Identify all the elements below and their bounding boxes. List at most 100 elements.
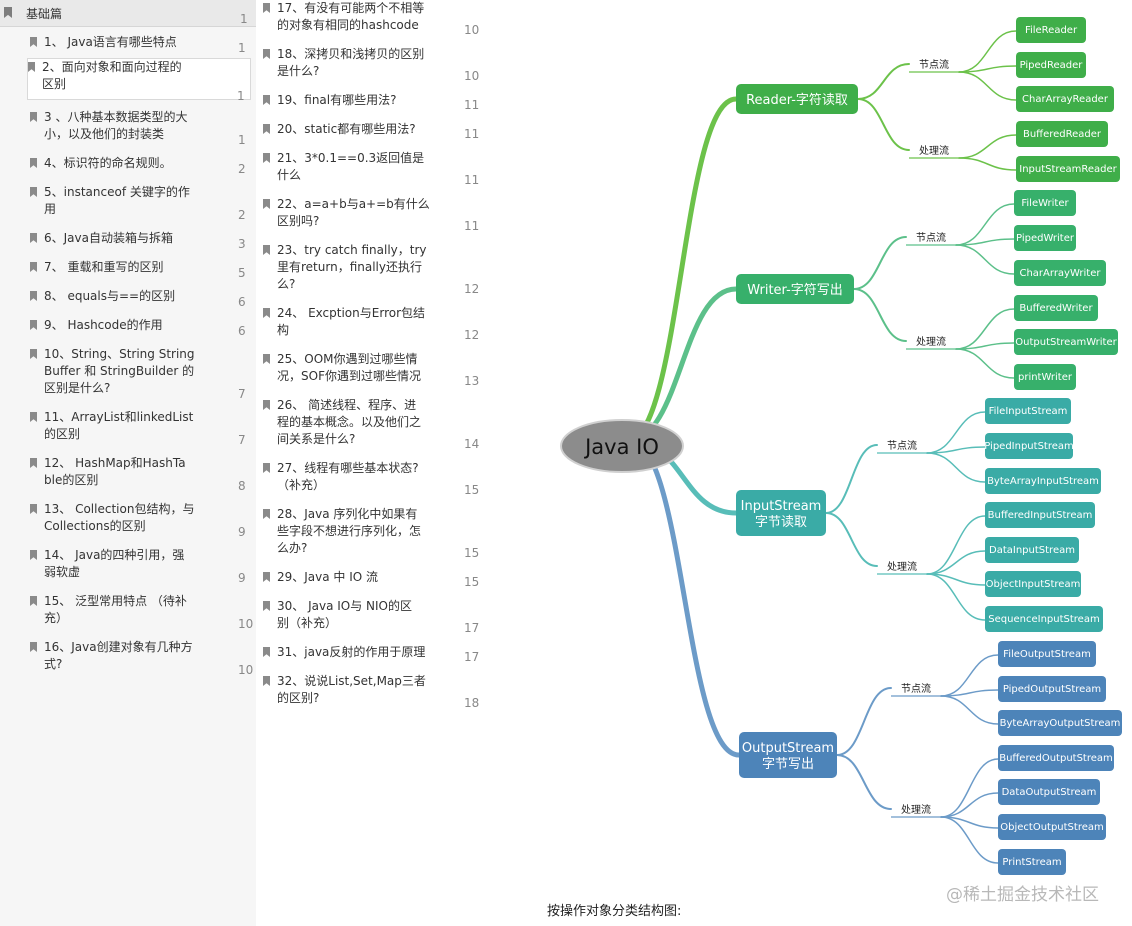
- toc-item-page: 13: [464, 374, 480, 388]
- leaf-node: [1016, 17, 1086, 43]
- leaf-link: [958, 157, 1017, 171]
- leaf-label: SequenceInputStream: [988, 614, 1099, 625]
- toc-item-page: 15: [464, 483, 480, 497]
- toc-section-header[interactable]: 基础篇 1: [0, 0, 256, 27]
- toc-item[interactable]: 4、标识符的命名规则。2: [30, 155, 258, 177]
- toc-item-page: 17: [464, 650, 480, 664]
- toc-item-page: 11: [464, 98, 480, 112]
- bookmark-icon: [30, 112, 37, 122]
- toc-item-label: 里有return，finally还执行: [277, 260, 422, 274]
- toc-item[interactable]: 20、static都有哪些用法?11: [263, 121, 484, 142]
- toc-item[interactable]: 18、深拷贝和浅拷贝的区别是什么?10: [263, 46, 484, 84]
- leaf-label: OutputStreamWriter: [1015, 337, 1117, 348]
- leaf-label: PipedOutputStream: [1003, 684, 1101, 695]
- leaf-label: CharArrayReader: [1022, 94, 1109, 105]
- leaf-label: ByteArrayInputStream: [987, 476, 1099, 487]
- toc-item[interactable]: 15、 泛型常用特点 （待补充）10: [30, 593, 258, 632]
- leaf-label: FileInputStream: [989, 406, 1068, 417]
- leaf-node: [985, 398, 1071, 424]
- leaf-label: DataOutputStream: [1002, 787, 1097, 798]
- toc-item-page: 5: [238, 266, 246, 280]
- leaf-label: ObjectInputStream: [986, 579, 1081, 590]
- toc-item-page: 11: [464, 219, 480, 233]
- toc-item-label: 14、 Java的四种引用，强: [44, 548, 185, 562]
- toc-item-label: 27、线程有哪些基本状态?: [277, 461, 419, 475]
- toc-item-page: 11: [464, 173, 480, 187]
- leaf-node: [1014, 260, 1106, 286]
- group-label: 节点流: [901, 682, 931, 695]
- bookmark-icon: [263, 647, 270, 657]
- leaf-node: [1014, 225, 1076, 251]
- toc-item-page: 18: [464, 696, 480, 710]
- toc-item-label: 区别: [42, 77, 67, 91]
- toc-item-page: 9: [238, 571, 246, 585]
- bookmark-icon: [30, 233, 37, 243]
- bookmark-icon: [263, 3, 270, 13]
- leaf-label: DataInputStream: [989, 545, 1075, 556]
- toc-item[interactable]: 27、线程有哪些基本状态?（补充）15: [263, 460, 484, 498]
- group-label: 节点流: [887, 439, 917, 452]
- toc-item[interactable]: 28、Java 序列化中如果有些字段不想进行序列化，怎么办?15: [263, 506, 484, 561]
- bookmark-icon: [263, 245, 270, 255]
- leaf-label: PipedReader: [1020, 60, 1084, 71]
- leaf-link: [940, 654, 999, 697]
- toc-item-label: 22、a=a+b与a+=b有什么: [277, 197, 430, 211]
- toc-item[interactable]: 26、 简述线程、程序、进程的基本概念。以及他们之间关系是什么?14: [263, 397, 484, 452]
- branch-label: 字节写出: [762, 757, 814, 772]
- group-link: [857, 63, 910, 100]
- toc-item-page: 10: [238, 617, 254, 631]
- group-link: [853, 288, 907, 342]
- bookmark-icon: [30, 504, 37, 514]
- toc-item-label: 23、try catch finally，try: [277, 243, 427, 257]
- bookmark-icon: [30, 291, 37, 301]
- toc-item-label: 程的基本概念。以及他们之: [277, 415, 422, 429]
- bookmark-icon: [28, 62, 35, 72]
- toc-item-label: 用: [44, 202, 57, 216]
- leaf-node: [998, 849, 1066, 875]
- toc-item-label: 30、 Java IO与 NIO的区: [277, 599, 413, 613]
- bookmark-icon: [263, 509, 270, 519]
- leaf-label: FileWriter: [1021, 198, 1069, 209]
- group-label: 处理流: [901, 803, 931, 816]
- toc-item[interactable]: 23、try catch finally，try 里有return，finally…: [263, 242, 484, 297]
- leaf-link: [955, 244, 1015, 275]
- toc-item[interactable]: 16、Java创建对象有几种方式?10: [30, 639, 258, 678]
- leaf-label: printWriter: [1018, 372, 1073, 383]
- toc-item-label: 17、有没有可能两个不相等: [277, 1, 425, 15]
- toc-item-label: 式?: [44, 657, 63, 671]
- toc-section-page: 1: [240, 12, 248, 26]
- toc-item-label: 3 、八种基本数据类型的大: [44, 110, 188, 124]
- bookmark-icon: [30, 458, 37, 468]
- bookmark-icon: [4, 7, 12, 18]
- toc-item[interactable]: 30、 Java IO与 NIO的区别（补充）17: [263, 598, 484, 636]
- toc-item[interactable]: 32、说说List,Set,Map三者的区别?18: [263, 673, 484, 711]
- leaf-label: FileReader: [1025, 25, 1078, 36]
- bookmark-icon: [30, 158, 37, 168]
- toc-item-page: 10: [464, 23, 480, 37]
- toc-item-page: 2: [238, 162, 246, 176]
- toc-item[interactable]: 19、final有哪些用法?11: [263, 92, 484, 113]
- toc-item-label: 9、 Hashcode的作用: [44, 318, 163, 332]
- toc-item[interactable]: 22、a=a+b与a+=b有什么区别吗?11: [263, 196, 484, 234]
- bookmark-icon: [263, 199, 270, 209]
